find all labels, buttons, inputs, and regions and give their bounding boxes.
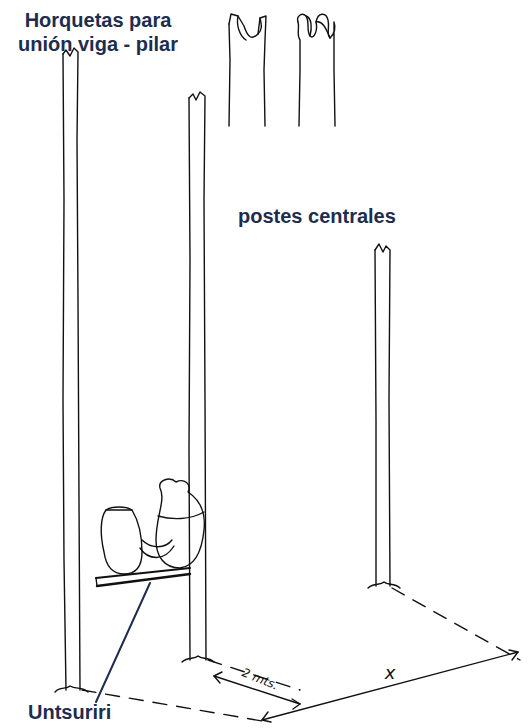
pots — [101, 479, 204, 574]
part-label: postes centrales — [238, 204, 458, 228]
pole — [182, 92, 214, 662]
pole — [55, 48, 88, 692]
shelf — [96, 568, 190, 586]
dimension-arrow — [214, 650, 518, 722]
pole — [368, 244, 400, 588]
dashed-line — [82, 588, 520, 722]
title-label: Horquetas para unión viga - pilar — [18, 8, 178, 56]
dimension-label: 2 mts. — [229, 661, 290, 697]
dimension-label: x — [378, 662, 402, 684]
fork-detail — [298, 14, 335, 126]
part-label: Untsuriri — [28, 700, 148, 724]
fork-detail — [229, 14, 266, 126]
leader-line — [96, 583, 150, 702]
